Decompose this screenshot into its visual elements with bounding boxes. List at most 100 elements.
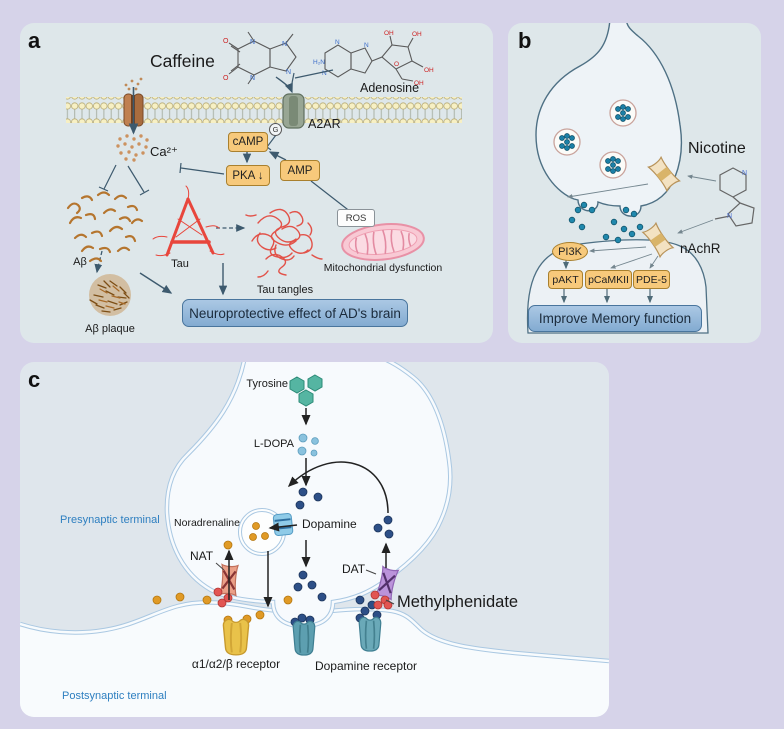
adenosine-label: Adenosine: [360, 81, 420, 95]
methylphenidate-label: Methylphenidate: [397, 593, 519, 611]
nat-label-connector: [215, 562, 225, 571]
nachr-receptor-icon: [641, 221, 675, 259]
methylphenidate-connector: [385, 599, 395, 605]
bouton-outline: [535, 23, 683, 217]
vesicle-icon: [599, 151, 627, 179]
plaque-outcome-arrow: [139, 272, 173, 294]
noradrenaline-label: Noradrenaline: [174, 517, 240, 529]
pcamkii-box: pCaMKII: [585, 270, 632, 289]
ca-abeta-tbar: [98, 164, 117, 192]
svg-text:O: O: [223, 75, 229, 82]
g-protein-icon: G: [269, 123, 282, 136]
pakt-box: pAKT: [548, 270, 583, 289]
outcome-box-b: Improve Memory function: [528, 305, 702, 332]
dat-label: DAT: [342, 562, 366, 576]
pka-ca-tbar: [179, 162, 225, 175]
a2ar-receptor-icon: [282, 93, 305, 129]
panel-a-label: a: [28, 28, 41, 53]
dopamine-receptor-icon: [358, 616, 382, 652]
calcium-ions-above: [124, 77, 143, 91]
nat-label: NAT: [190, 549, 214, 563]
dopamine-label: Dopamine: [302, 517, 357, 531]
camp-box: cAMP: [228, 132, 268, 152]
nicotine-molecule-icon: NN: [714, 167, 755, 227]
amp-camp-arrow: [268, 151, 287, 161]
dopamine-dots: [290, 487, 394, 627]
tau-tangles-label: Tau tangles: [256, 284, 314, 296]
dopamine-receptor-icon: [292, 620, 316, 656]
methylphenidate-dots-dat: [370, 590, 393, 610]
abeta-label: Aβ: [73, 256, 87, 268]
dopamine-vesicle-arrow: [268, 522, 298, 532]
panel-b-label: b: [518, 28, 532, 53]
nicotine-label: Nicotine: [688, 140, 746, 157]
svg-text:N: N: [364, 42, 369, 49]
abeta-plaque-dashed-arrow: [94, 250, 103, 274]
svg-text:OH: OH: [414, 80, 424, 87]
amp-box: AMP: [280, 160, 320, 181]
nicotine-upper-receptor-arrow: [687, 174, 717, 182]
panel-b-graphics: NN: [526, 23, 755, 334]
svg-text:H₂N: H₂N: [313, 59, 325, 66]
nachr-label: nAchR: [680, 241, 721, 256]
svg-text:N: N: [250, 75, 255, 82]
nachr-pi3k-arrow: [589, 246, 647, 253]
svg-text:O: O: [223, 38, 229, 45]
alpha-receptor-label: α1/α2/β receptor: [191, 657, 281, 671]
postsynaptic-label: Postsynaptic terminal: [62, 690, 167, 702]
vesicle-icon: [609, 99, 637, 127]
outcome-box-a: Neuroprotective effect of AD's brain: [182, 299, 408, 327]
alpha-receptor-icon: [222, 618, 250, 656]
vesicular-transporter-icon: [272, 512, 294, 537]
dat-transporter-icon: [374, 565, 400, 601]
tyrosine-label: Tyrosine: [246, 378, 288, 390]
dat-label-connector: [365, 569, 377, 575]
a2ar-label: A2AR: [308, 117, 341, 131]
svg-text:OH: OH: [384, 30, 394, 37]
calcium-ions-below: [116, 134, 149, 162]
panel-c-graphics: [20, 362, 609, 717]
svg-text:N: N: [250, 39, 255, 46]
pka-box: PKA ↓: [226, 165, 270, 186]
dopamine-receptor-label: Dopamine receptor: [314, 659, 418, 673]
svg-text:N: N: [282, 41, 287, 48]
pi3k-ellipse: PI3K: [552, 242, 588, 261]
receptor-release-arrow: [567, 183, 649, 199]
tau-label: Tau: [171, 258, 189, 270]
panel-c: c Tyrosine L-DOPA Dopamine Noradrenaline…: [20, 362, 609, 717]
presynaptic-label: Presynaptic terminal: [60, 514, 160, 526]
nicotine-nachr-arrow: [677, 219, 714, 234]
ldopa-label: L-DOPA: [253, 438, 294, 450]
pde5-box: PDE-5: [633, 270, 670, 289]
nachr-receptor-icon: [647, 155, 681, 193]
nachr-pcamkii-arrow: [610, 253, 653, 269]
svg-text:OH: OH: [412, 31, 422, 38]
calcium-label: Ca²⁺: [150, 144, 178, 159]
ldopa-dots: [297, 433, 319, 457]
panel-c-label: c: [28, 367, 41, 392]
abeta-plaque-label: Aβ plaque: [85, 323, 135, 335]
svg-text:N: N: [322, 70, 327, 77]
svg-text:N: N: [742, 170, 747, 177]
svg-text:N: N: [727, 213, 732, 220]
presynaptic-terminal: [164, 362, 453, 629]
svg-text:O: O: [394, 61, 399, 68]
released-neurotransmitter-dots: [568, 201, 644, 244]
tyrosine-icon: [289, 374, 323, 407]
methylphenidate-dots-nat: [213, 587, 233, 608]
svg-text:N: N: [335, 39, 340, 46]
dopamine-recycle-arc: [287, 461, 389, 514]
tau-icon: [152, 185, 225, 257]
ca-tau-tbar: [127, 165, 150, 196]
caffeine-blocks-adenosine-tbar: [291, 69, 334, 84]
abeta-squiggles-icon: [66, 191, 144, 263]
ros-box: ROS: [337, 209, 375, 227]
mito-label: Mitochondrial dysfunction: [323, 262, 443, 274]
caffeine-label: Caffeine: [150, 51, 215, 71]
vesicle-icon: [553, 128, 581, 156]
